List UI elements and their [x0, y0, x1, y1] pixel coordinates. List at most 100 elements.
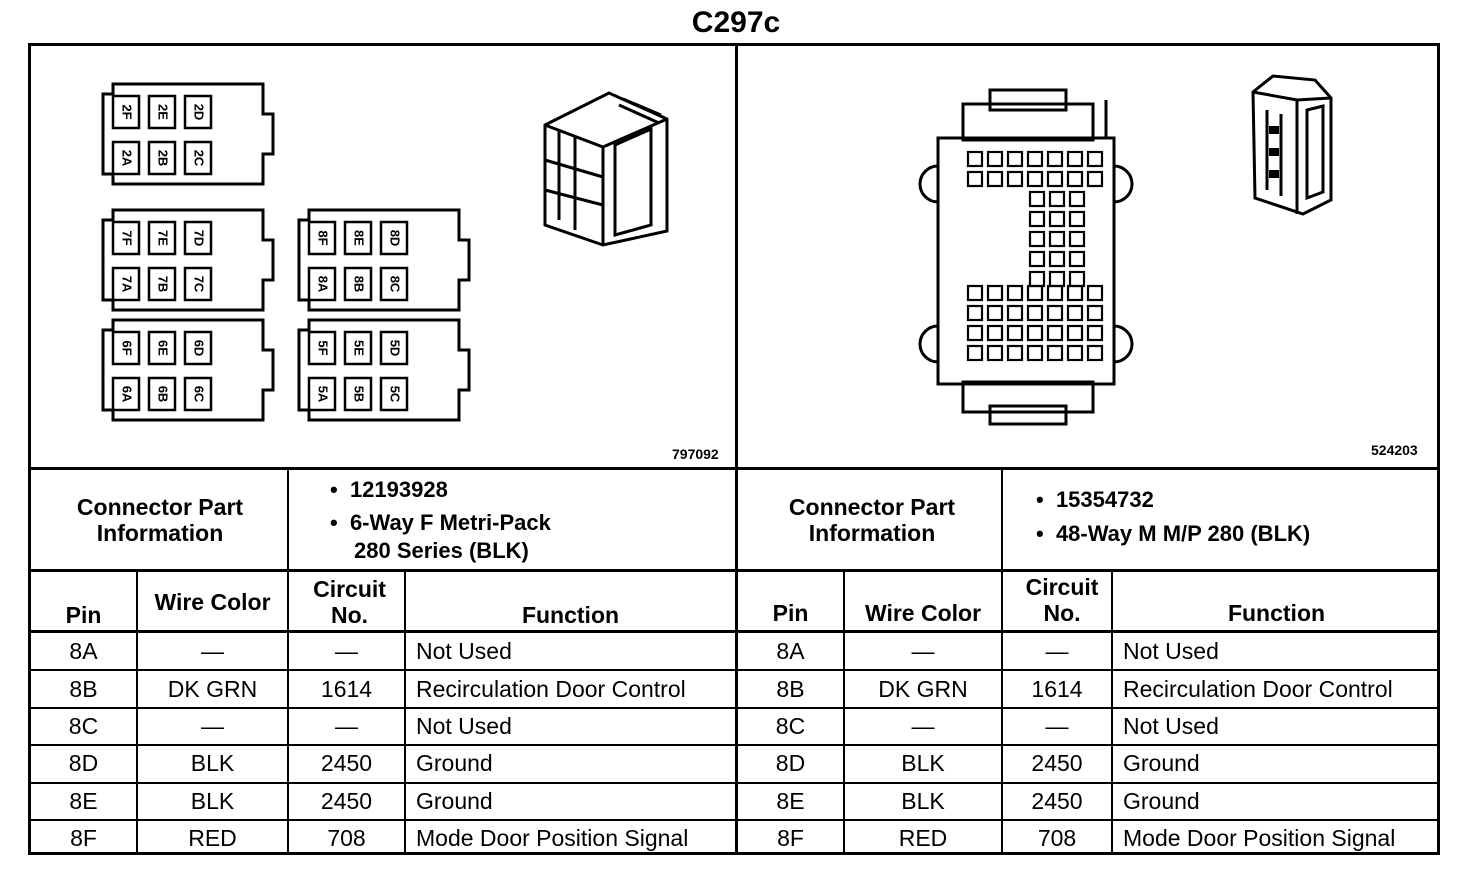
- pin-cavity: [147, 376, 177, 412]
- left-col-divider-1: [136, 569, 138, 855]
- left-part-number: 12193928: [349, 477, 448, 502]
- left-cell-circuit: —: [335, 712, 358, 739]
- pin-cavity: [379, 376, 409, 412]
- pin-cavity: [307, 266, 337, 302]
- pin-cavity: [183, 266, 213, 302]
- connector-housing: [936, 136, 1116, 386]
- pin-label: 6E: [156, 340, 171, 356]
- pin-cavity: [1086, 150, 1104, 168]
- pin-label: 2F: [120, 104, 135, 119]
- pin-cavity: [966, 150, 984, 168]
- right-connector-3d-view: [1251, 74, 1333, 216]
- right-cell-pin: 8F: [777, 825, 804, 852]
- pin-cavity: [111, 330, 141, 366]
- pin-cavity: [183, 330, 213, 366]
- right-cell-pin: 8C: [775, 712, 806, 739]
- right-cell-function: Ground: [1123, 787, 1200, 814]
- left-cell-wire: —: [201, 638, 224, 665]
- pin-cavity: [1068, 190, 1086, 208]
- left-col-divider-3: [404, 569, 406, 855]
- pin-cavity: [1026, 284, 1044, 302]
- pin-cavity: [966, 170, 984, 188]
- pin-cavity: [986, 304, 1004, 322]
- pin-cavity: [1086, 284, 1104, 302]
- pin-cavity: [379, 266, 409, 302]
- left-cell-function: Ground: [416, 750, 493, 777]
- pin-cavity: [1066, 170, 1084, 188]
- pin-cavity: [1048, 190, 1066, 208]
- right-header-wire: Wire Color: [864, 600, 982, 626]
- pin-cavity: [147, 94, 177, 130]
- pin-cavity: [1028, 210, 1046, 228]
- right-header-circuit: Circuit No.: [1025, 574, 1099, 626]
- pin-label: 5F: [316, 340, 331, 355]
- pin-cavity: [1046, 304, 1064, 322]
- left-ref-number: 797092: [672, 446, 719, 462]
- pin-cavity: [1026, 324, 1044, 342]
- pin-cavity: [986, 170, 1004, 188]
- left-ear-top: [918, 164, 939, 204]
- pin-cavity: [1046, 344, 1064, 362]
- pin-label: 6A: [120, 386, 135, 403]
- pin-label: 2E: [156, 104, 171, 120]
- left-cell-circuit: 2450: [320, 787, 373, 814]
- left-cell-pin: 8E: [69, 787, 98, 814]
- pin-label: 7D: [192, 230, 207, 247]
- right-part-number: 15354732: [1055, 487, 1154, 512]
- pin-label: 8F: [316, 230, 331, 245]
- diagram-frame: [28, 43, 1440, 855]
- pin-cavity: [1006, 324, 1024, 342]
- left-header-pin: Pin: [65, 602, 102, 628]
- right-cell-pin: 8A: [776, 638, 805, 665]
- left-cell-wire: BLK: [190, 787, 235, 814]
- rule-image-bottom: [28, 467, 1440, 470]
- pin-cavity: [343, 376, 373, 412]
- pin-cavity: [1086, 304, 1104, 322]
- pin-cavity: [966, 344, 984, 362]
- pin-cavity: [183, 376, 213, 412]
- pin-label: 6C: [192, 386, 207, 403]
- pin-cavity: [986, 324, 1004, 342]
- right-cell-wire: RED: [898, 825, 948, 852]
- connector-outline: [101, 318, 275, 422]
- right-cell-wire: DK GRN: [878, 675, 968, 702]
- pin-cavity: [1086, 170, 1104, 188]
- pin-cavity: [1046, 150, 1064, 168]
- pin-cavity: [1006, 150, 1024, 168]
- connector-bottom-latch: [961, 380, 1095, 414]
- right-col-divider-1: [843, 569, 845, 855]
- right-cell-circuit: 2450: [1031, 750, 1083, 777]
- left-part-desc-1: 6-Way F Metri-Pack: [349, 510, 551, 535]
- pin-cavity: [1086, 344, 1104, 362]
- pin-cavity: [147, 220, 177, 256]
- right-part-desc: 48-Way M M/P 280 (BLK): [1055, 521, 1311, 546]
- pin-cavity: [111, 266, 141, 302]
- pin-cavity: [1006, 284, 1024, 302]
- right-cell-function: Mode Door Position Signal: [1123, 825, 1396, 852]
- right-row-rule: [736, 669, 1440, 672]
- left-cell-function: Ground: [416, 787, 493, 814]
- left-row-rule: [28, 706, 735, 709]
- connector-outline: [297, 318, 471, 422]
- right-cell-circuit: 1614: [1031, 675, 1083, 702]
- pin-cavity: [1048, 230, 1066, 248]
- pin-cavity: [1006, 344, 1024, 362]
- right-row-rule: [736, 819, 1440, 821]
- pin-label: 6D: [192, 340, 207, 357]
- pin-cavity: [1068, 230, 1086, 248]
- right-header-pin: Pin: [772, 600, 809, 626]
- pin-label: 2D: [192, 104, 207, 121]
- right-cell-wire: BLK: [901, 750, 945, 777]
- pin-cavity: [1068, 210, 1086, 228]
- center-divider: [735, 43, 738, 855]
- left-row-rule: [28, 669, 735, 672]
- pin-label: 8C: [388, 276, 403, 293]
- pin-cavity: [379, 330, 409, 366]
- pin-cavity: [1026, 150, 1044, 168]
- right-row-rule: [736, 781, 1440, 784]
- right-cell-wire: BLK: [901, 787, 945, 814]
